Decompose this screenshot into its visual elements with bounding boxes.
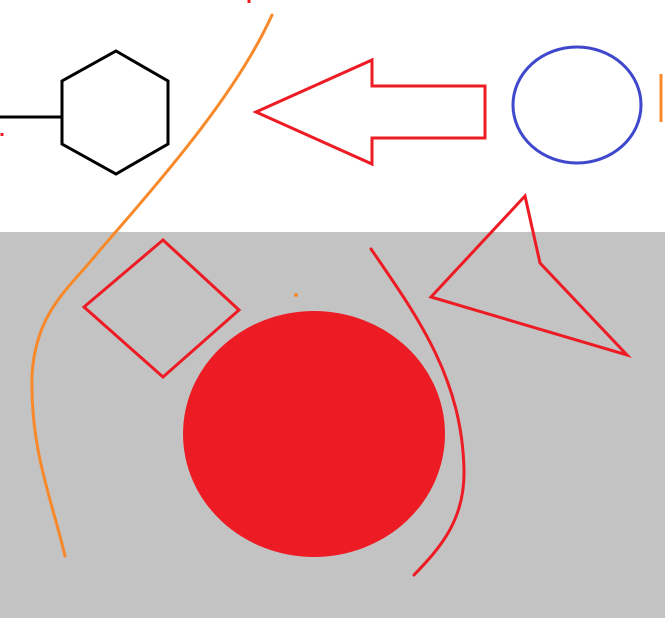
stray-dot: [294, 293, 298, 297]
left-arrow-outline: [252, 57, 487, 167]
red-curve: [369, 247, 466, 577]
hexagon-outline: [60, 49, 170, 176]
diamond-outline: [81, 237, 242, 380]
filled-circle: [183, 311, 445, 557]
top-white-region: [0, 0, 665, 232]
ellipse-outline: [511, 45, 643, 165]
orange-curve: [30, 13, 274, 558]
triangle-outline: [428, 192, 632, 359]
